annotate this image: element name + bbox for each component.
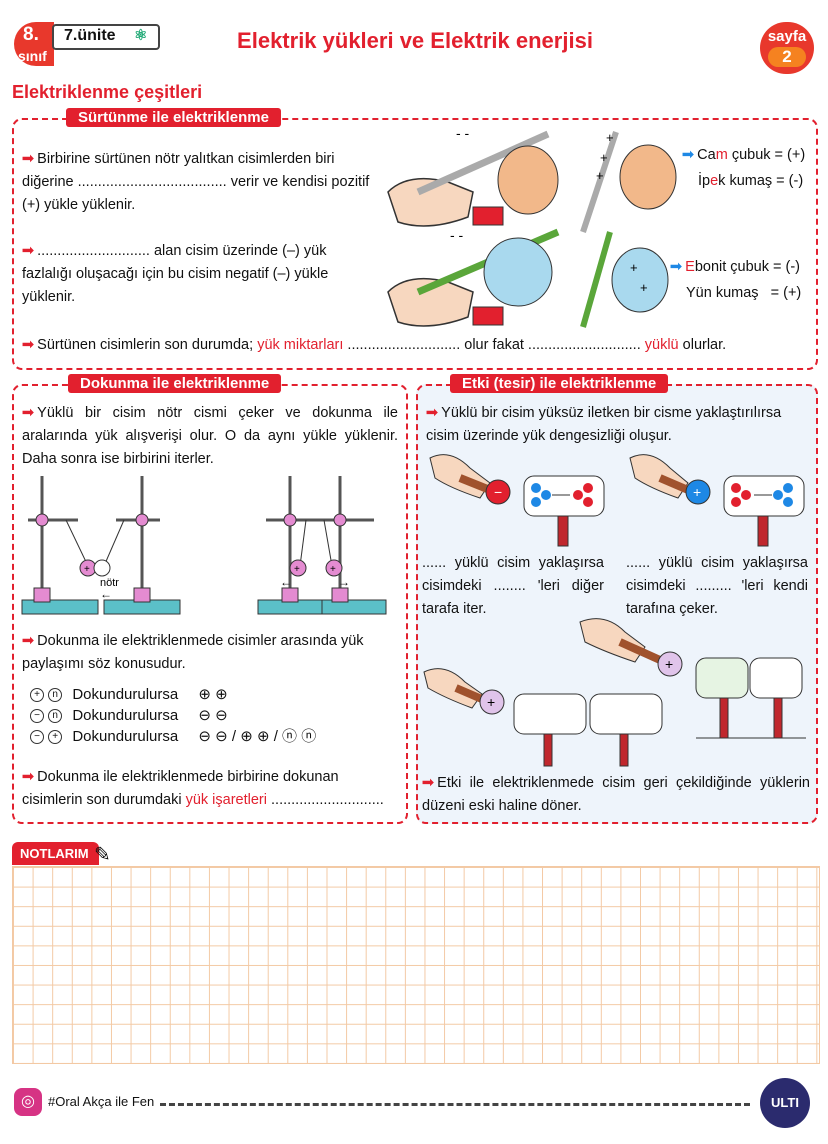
stand-base-icon-4 [321,599,387,615]
induction-tag: Etki (tesir) ile elektriklenme [450,374,669,393]
contact-rule-row: + n Dokundurulursa ⊕ ⊕ [30,684,316,705]
footer-divider [160,1103,750,1106]
positive-sphere-icon [685,479,711,505]
contact-p1: ➟Yüklü bir cisim nötr cismi çeker ve dok… [22,405,398,467]
induction-illustration-top: − + [429,454,805,547]
negative-sphere-icon [485,479,511,505]
contact-illustration: + nötr ← + + ← → [21,476,387,615]
page-title: Elektrik yükleri ve Elektrik enerjisi [237,28,593,53]
glass-rod-label: ➟Cam çubuk = (+) [682,147,806,163]
contact-p2: ➟Dokunma ile elektriklenmede cisimler ar… [22,633,364,672]
induction-p1: ➟Yüklü bir cisim yüksüz iletken bir cism… [426,405,782,444]
ebonite-rod-icon-2 [580,231,613,328]
instagram-icon[interactable]: ◎ [14,1088,42,1116]
hand-icon [387,177,474,227]
svg-text:→: → [338,575,350,589]
svg-text:+: + [693,484,701,500]
friction-illustration: - - + + + - - + + [387,125,677,328]
wool-label: Yün kumaş = (+) [686,285,802,301]
page-number: 2 [768,47,806,67]
ebonite-label: ➟Ebonit çubuk = (-) [670,259,801,275]
hand-icon-3 [429,454,491,499]
svg-text:+: + [665,656,673,672]
grade-badge: 8. sınıf [14,22,54,66]
contact-rules: + n Dokundurulursa ⊕ ⊕ − n Dokundurulurs… [30,684,316,747]
page-word: sayfa [767,28,807,45]
sleeve-icon [472,206,504,226]
unit-label: 7.ünite ⚛ [52,24,160,50]
silk-cloth-icon [497,145,559,215]
silk-label: İpek kumaş = (-) [698,173,804,189]
contact-tag: Dokunma ile elektriklenme [68,374,282,393]
induction-illustration-bottom: + + [423,618,806,767]
atom-icon: ⚛ [134,27,148,44]
neutral-label: nötr [100,577,119,589]
svg-text:+: + [330,564,336,575]
footer-handle: #Oral Akça ile Fen [48,1094,155,1109]
svg-text:- -: - - [450,227,464,243]
friction-p3: ➟Sürtünen cisimlerin son durumda; yük mi… [22,337,727,353]
contact-p3: ➟Dokunma ile elektriklenmede birbirine d… [22,769,384,808]
svg-text:+: + [606,130,614,145]
wool-cloth-icon-2 [611,247,669,313]
induction-box [416,384,818,824]
svg-text:- -: - - [456,125,470,141]
brand-logo: ULTI [760,1078,810,1128]
svg-text:+: + [596,168,604,183]
pencil-icon: ✎ [94,844,111,866]
glass-rod-icon [416,130,550,196]
svg-text:+: + [294,564,300,575]
friction-p2: ➟............................ alan cisim… [22,243,329,305]
induction-caption-right: ...... yüklü cisim yaklaşırsa cisimdeki … [626,555,808,617]
stand-base-icon [21,599,99,615]
hand-icon-2 [387,277,474,327]
contact-rule-row: − n Dokundurulursa ⊖ ⊖ [30,705,316,726]
unit-text: 7.ünite [64,27,116,44]
svg-text:+: + [640,280,648,295]
svg-text:−: − [494,484,502,500]
contact-rule-row: − + Dokundurulursa ⊖ ⊖ / ⊕ ⊕ / ⓝ ⓝ [30,726,316,747]
section-title: Elektriklenme çeşitleri [12,82,203,102]
svg-text:+: + [600,150,608,165]
svg-text:←: ← [280,575,292,589]
hand-icon-4 [629,454,689,499]
induction-caption-left: ...... yüklü cisim yaklaşırsa cisimdeki … [422,555,604,617]
glass-rod-icon-2 [580,131,619,233]
friction-p1: ➟Birbirine sürtünen nötr yalıtkan cisiml… [22,151,370,213]
friction-box [12,118,818,370]
notes-grid[interactable] [12,866,820,1064]
friction-tag: Sürtünme ile elektriklenme [66,108,281,127]
page-badge: sayfa 2 [760,22,814,74]
wool-cloth-icon [483,237,553,307]
svg-text:+: + [630,260,638,275]
induction-p2: ➟Etki ile elektriklenmede cisim geri çek… [422,775,810,814]
svg-text:+: + [84,564,90,575]
grade-word: sınıf [18,48,47,64]
sleeve-icon-2 [472,306,504,326]
svg-text:+: + [487,694,495,710]
grade-number: 8. [23,24,39,45]
silk-cloth-icon-2 [619,144,677,210]
svg-text:←: ← [100,587,112,601]
neutral-ball-icon [93,559,111,577]
notes-label: NOTLARIM [12,842,99,865]
